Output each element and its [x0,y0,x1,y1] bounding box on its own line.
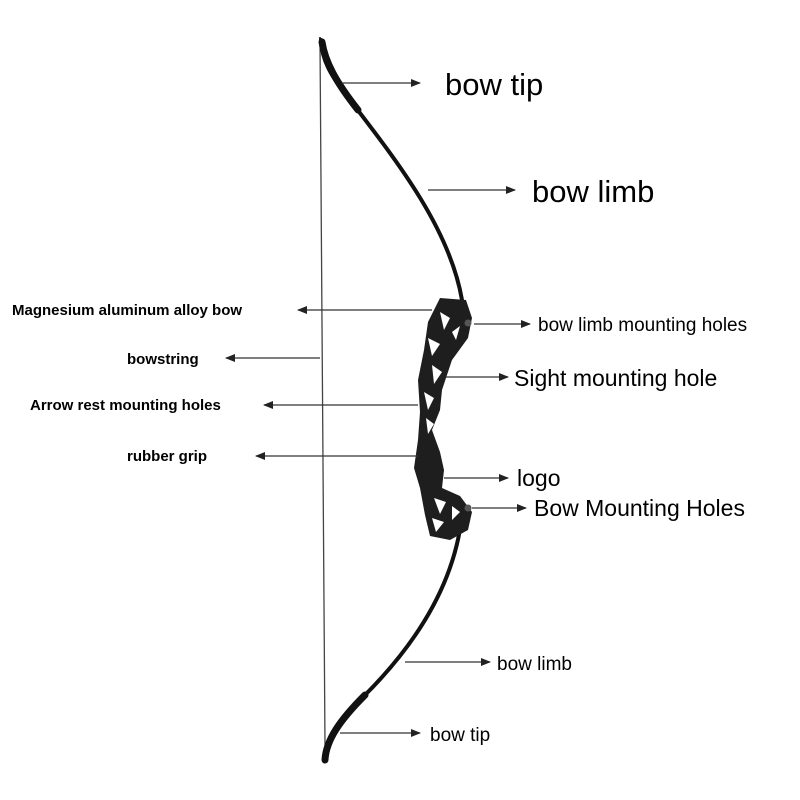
labels: bow tip bow limb Magnesium aluminum allo… [12,67,747,746]
leader-lines [225,79,531,737]
label-arrow-rest-mounting-holes: Arrow rest mounting holes [30,397,221,414]
label-bowstring: bowstring [127,351,199,368]
upper-limb [318,37,464,302]
bowstring-line [319,41,326,746]
label-logo: logo [517,465,560,491]
riser [414,298,472,540]
label-bow-limb-bottom: bow limb [497,654,572,675]
label-bow-limb-mounting-holes: bow limb mounting holes [538,315,747,336]
lower-limb [321,513,464,764]
label-bow-tip-bottom: bow tip [430,725,490,746]
label-magnesium-riser: Magnesium aluminum alloy bow [12,302,242,319]
label-bow-tip-top: bow tip [445,67,543,102]
limb-bolt-bottom [464,504,472,512]
limb-bolt-top [464,319,472,327]
label-bow-limb-top: bow limb [532,174,654,209]
label-sight-mounting-hole: Sight mounting hole [514,365,717,391]
label-bow-mounting-holes: Bow Mounting Holes [534,495,745,521]
label-rubber-grip: rubber grip [127,448,207,465]
